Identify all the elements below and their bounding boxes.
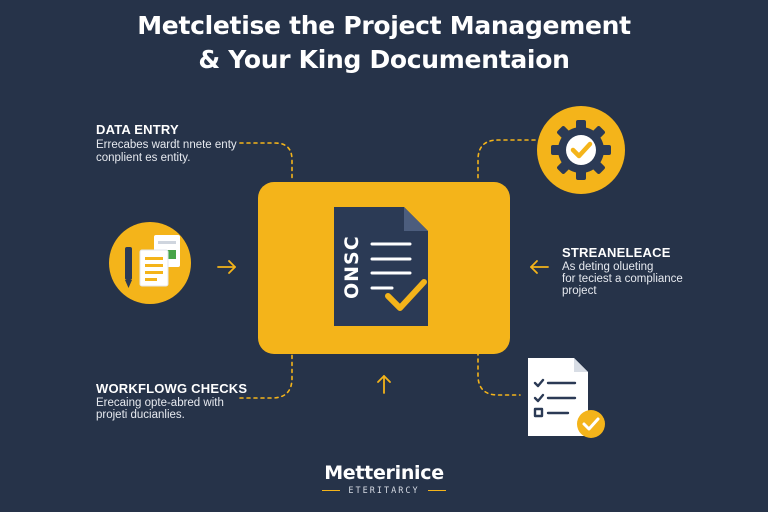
- connector-checklist: [477, 351, 521, 396]
- checklist-document-icon: [528, 358, 605, 438]
- documents-and-pencil-icon: [109, 222, 191, 304]
- workflow-desc-2: projeti ducianlies.: [96, 409, 185, 421]
- page-title-line-2: & Your King Documentaion: [198, 45, 570, 74]
- center-card: [258, 182, 510, 354]
- tagline-rule-left: [322, 490, 340, 491]
- workflow-heading: WORKFLOWG CHECKS: [96, 381, 248, 396]
- streamline-desc-2: for teciest a compliance: [562, 273, 683, 285]
- tagline-rule-right: [428, 490, 446, 491]
- workflow-desc-1: Erecaing opte-abred with: [96, 397, 224, 409]
- document-label: ONSC: [341, 235, 363, 299]
- connector-workflow: [239, 351, 293, 399]
- gear-checkmark-icon: [537, 106, 625, 194]
- center-document-icon: [334, 207, 428, 326]
- data-entry-desc-2: conplient es entity.: [96, 152, 191, 164]
- streamline-desc-3: project: [562, 285, 597, 297]
- brand-tagline: ETERITARCY: [348, 486, 420, 496]
- arrow-up-icon: [377, 375, 391, 394]
- streamline-heading: STREANELEACE: [562, 245, 671, 260]
- connector-gear: [477, 139, 536, 181]
- streamline-desc-1: As deting olueting: [562, 261, 654, 273]
- data-entry-desc-1: Errecabes wardt nnete enty: [96, 139, 237, 151]
- page-title-line-1: Metcletise the Project Management: [137, 11, 631, 40]
- connector-data-entry: [239, 142, 293, 181]
- brand-name: Metterinice: [324, 462, 444, 484]
- arrow-left-icon: [530, 260, 549, 274]
- data-entry-heading: DATA ENTRY: [96, 122, 179, 137]
- arrow-right-icon: [217, 260, 236, 274]
